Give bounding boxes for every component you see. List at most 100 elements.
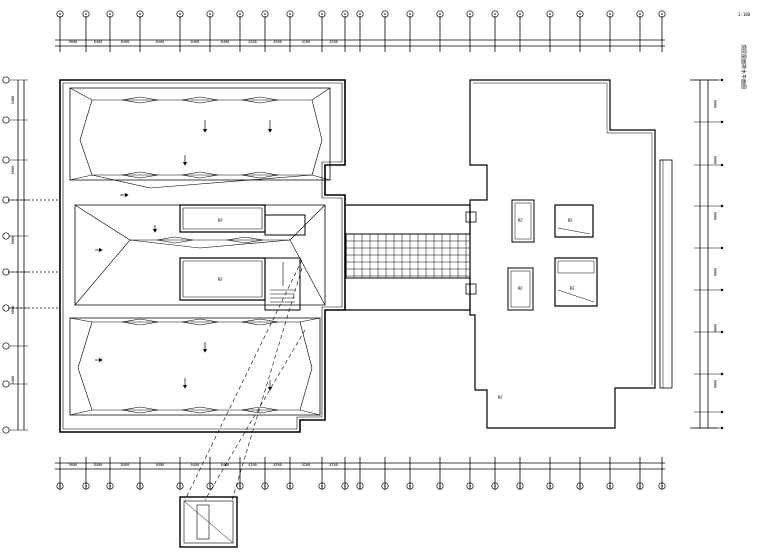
- axis-bubble: [356, 10, 364, 18]
- axis-bubble: [261, 482, 269, 490]
- axis-bubble: [720, 288, 724, 292]
- axis-bubble: [56, 482, 64, 490]
- right-dimension-label: 6000: [713, 100, 717, 108]
- axis-bubble: [341, 482, 349, 490]
- ridge-marker: [241, 171, 279, 179]
- axis-bubble: [516, 10, 524, 18]
- axis-bubble: [466, 10, 474, 18]
- axis-bubble: [2, 76, 10, 84]
- slope-arrows: [95, 120, 273, 391]
- axis-bubble: [106, 10, 114, 18]
- axis-bubble: [2, 116, 10, 124]
- axis-bubble: [236, 10, 244, 18]
- right-dimension-labels: 6000 6000 6000 6000 6000 6000: [713, 100, 717, 388]
- axis-bubble: [658, 482, 666, 490]
- axis-bubble: [206, 10, 214, 18]
- axis-bubble: [658, 10, 666, 18]
- ridge-marker: [121, 406, 159, 414]
- axis-bubble: [406, 482, 414, 490]
- roof-slope-lines-lower: [69, 317, 321, 416]
- top-dimension-label: 8400: [156, 40, 164, 44]
- top-dimension-label: 8400: [191, 40, 199, 44]
- ridge-marker: [241, 96, 279, 104]
- axis-bubble: [381, 482, 389, 490]
- right-dimension-label: 6000: [713, 212, 717, 220]
- right-dimension-label: 6000: [713, 156, 717, 164]
- axis-bubble: [136, 10, 144, 18]
- top-dimension-label: 8400: [221, 40, 229, 44]
- axis-bubble: [176, 482, 184, 490]
- ridge-marker: [121, 96, 159, 104]
- right-dimension-label: 6000: [713, 324, 717, 332]
- bottom-dimension-label: 8400: [121, 463, 129, 467]
- top-axis-bubbles: [56, 10, 666, 18]
- top-dimension-label: 4200: [248, 40, 256, 44]
- roof-slope-lines-upper: [69, 87, 331, 189]
- right-dimension-label: 6000: [713, 380, 717, 388]
- right-building: [469, 79, 673, 429]
- left-dimension-label: 5400: [11, 96, 15, 104]
- axis-bubble: [136, 482, 144, 490]
- svg-text:RF: RF: [218, 218, 223, 223]
- ridge-marker: [241, 406, 279, 414]
- bottom-dimension-label: 8400: [221, 463, 229, 467]
- left-dimension-label: 5400: [11, 376, 15, 384]
- axis-bubble: [606, 482, 614, 490]
- axis-bubble: [106, 482, 114, 490]
- ridge-marker: [181, 406, 219, 414]
- axis-bubble: [206, 482, 214, 490]
- axis-bubble: [82, 482, 90, 490]
- leader-lines: [184, 259, 306, 501]
- bottom-dimension-label: 8400: [156, 463, 164, 467]
- axis-bubble: [636, 10, 644, 18]
- left-dimension-label: 6800: [11, 166, 15, 174]
- svg-text:RF: RF: [518, 218, 523, 223]
- axis-bubble: [286, 482, 294, 490]
- axis-bubble: [720, 204, 724, 208]
- axis-bubble: [720, 246, 724, 250]
- axis-bubble: [720, 330, 724, 334]
- axis-bubble: [516, 482, 524, 490]
- ridge-marker: [226, 236, 264, 244]
- svg-text:RF: RF: [568, 218, 573, 223]
- ridge-markers: [121, 96, 279, 414]
- ridge-marker: [241, 318, 279, 326]
- ridge-marker: [121, 318, 159, 326]
- top-dimension-label: 4200: [329, 40, 337, 44]
- axis-bubble: [720, 163, 724, 167]
- right-dimension-label: 6000: [713, 268, 717, 276]
- ridge-marker: [121, 171, 159, 179]
- connector-corridor: [345, 204, 477, 311]
- bottom-dimension-label: 4200: [329, 463, 337, 467]
- svg-text:RF: RF: [498, 395, 503, 400]
- axis-bubble: [356, 482, 364, 490]
- left-dimension-chains: [8, 80, 58, 430]
- axis-bubble: [236, 482, 244, 490]
- axis-bubble: [576, 10, 584, 18]
- ridge-marker: [181, 318, 219, 326]
- axis-bubble: [576, 482, 584, 490]
- axis-bubble: [720, 372, 724, 376]
- axis-bubble: [318, 482, 326, 490]
- room-tags: RF RF RF RF RF RF RF: [218, 218, 575, 400]
- ridge-marker: [156, 236, 194, 244]
- ridge-marker: [181, 171, 219, 179]
- bottom-axis-bubbles: [56, 482, 666, 490]
- axis-bubble: [341, 10, 349, 18]
- top-dimension-label: 8400: [121, 40, 129, 44]
- left-axis-bubbles: [2, 76, 28, 434]
- detail-box: [179, 496, 238, 548]
- bottom-dimension-label: 4200: [248, 463, 256, 467]
- axis-bubble: [720, 120, 724, 124]
- left-dimension-label: 6800: [11, 236, 15, 244]
- right-axis-bubbles: [694, 78, 724, 430]
- axis-bubble: [2, 156, 10, 164]
- axis-bubble: [466, 482, 474, 490]
- axis-bubble: [720, 410, 724, 414]
- axis-bubble: [381, 10, 389, 18]
- axis-bubble: [2, 380, 10, 388]
- axis-bubble: [2, 232, 10, 240]
